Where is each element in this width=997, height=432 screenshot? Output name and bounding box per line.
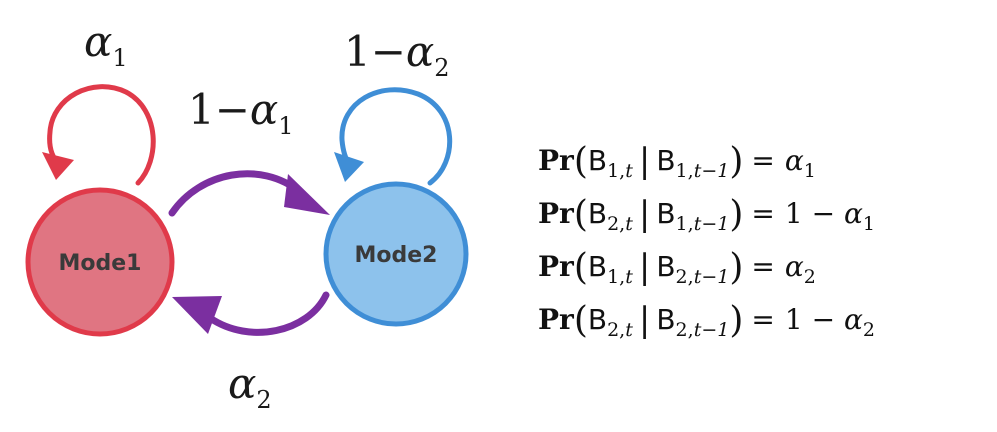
- edge-mode1-self-loop: [42, 84, 156, 186]
- lhs-variable: B: [587, 250, 608, 283]
- rhs-value: α1: [784, 144, 816, 182]
- equation-row: Pr(B2,t|B2,t−1)=1 − α2: [538, 293, 875, 346]
- edge-mode1-self-arrowhead: [42, 152, 74, 180]
- node-mode2-circle: [323, 181, 469, 327]
- edge-label-cross21: α2: [228, 359, 272, 414]
- open-paren: (: [573, 141, 588, 182]
- close-paren: ): [729, 194, 744, 235]
- prob-operator: Pr: [538, 303, 574, 336]
- prob-operator: Pr: [538, 144, 574, 177]
- given-bar: |: [638, 300, 651, 340]
- rhs-value: 1 − α1: [784, 197, 875, 235]
- close-paren: ): [729, 247, 744, 288]
- node-mode2: Mode2: [323, 181, 469, 327]
- cond-subscript: 2,t−1: [675, 319, 730, 341]
- node-mode1-circle: [25, 187, 175, 337]
- lhs-subscript: 2,t: [607, 319, 633, 341]
- equals-sign: =: [751, 144, 775, 177]
- given-bar: |: [638, 141, 651, 181]
- lhs-variable: B: [587, 303, 608, 336]
- open-paren: (: [573, 194, 588, 235]
- rhs-value: α2: [784, 250, 816, 288]
- edge-mode2-to-mode1-arrowhead: [172, 296, 222, 334]
- edge-label-cross12: 1−α1: [188, 85, 294, 140]
- edge-mode1-to-mode2: [168, 170, 330, 217]
- close-paren: ): [729, 300, 744, 341]
- cond-subscript: 1,t−1: [675, 160, 730, 182]
- prob-operator: Pr: [538, 197, 574, 230]
- lhs-subscript: 1,t: [607, 266, 633, 288]
- lhs-variable: B: [587, 144, 608, 177]
- edge-label-self1: α1: [84, 17, 128, 72]
- cond-subscript: 1,t−1: [675, 213, 730, 235]
- edge-mode1-to-mode2-arrowhead: [284, 174, 330, 215]
- cond-variable: B: [656, 250, 676, 283]
- equation-row: Pr(B2,t|B1,t−1)=1 − α1: [538, 187, 875, 240]
- edge-mode2-self-arrowhead: [334, 152, 364, 182]
- lhs-variable: B: [587, 197, 608, 230]
- given-bar: |: [638, 247, 651, 287]
- rhs-value: 1 − α2: [784, 303, 875, 341]
- equals-sign: =: [751, 303, 775, 336]
- transition-probability-equations: Pr(B1,t|B1,t−1)=α1 Pr(B2,t|B1,t−1)=1 − α…: [538, 134, 875, 346]
- edge-mode2-self-loop: [334, 87, 453, 186]
- equals-sign: =: [751, 250, 775, 283]
- open-paren: (: [573, 247, 588, 288]
- node-mode1-label: Mode1: [59, 251, 142, 276]
- lhs-subscript: 2,t: [607, 213, 633, 235]
- equation-row: Pr(B1,t|B1,t−1)=α1: [538, 134, 875, 187]
- node-mode1: Mode1: [25, 187, 175, 337]
- prob-operator: Pr: [538, 250, 574, 283]
- cond-subscript: 2,t−1: [675, 266, 730, 288]
- edge-mode2-to-mode1: [172, 291, 330, 336]
- given-bar: |: [638, 194, 651, 234]
- node-mode2-label: Mode2: [355, 243, 438, 268]
- cond-variable: B: [656, 144, 676, 177]
- close-paren: ): [729, 141, 744, 182]
- open-paren: (: [573, 300, 588, 341]
- cond-variable: B: [656, 197, 676, 230]
- cond-variable: B: [656, 303, 676, 336]
- equation-row: Pr(B1,t|B2,t−1)=α2: [538, 240, 875, 293]
- state-transition-diagram: Mode1 Mode2 α1 1−α1 1−α2 α2: [25, 17, 469, 414]
- equals-sign: =: [751, 197, 775, 230]
- lhs-subscript: 1,t: [607, 160, 633, 182]
- edge-label-self2: 1−α2: [344, 27, 450, 82]
